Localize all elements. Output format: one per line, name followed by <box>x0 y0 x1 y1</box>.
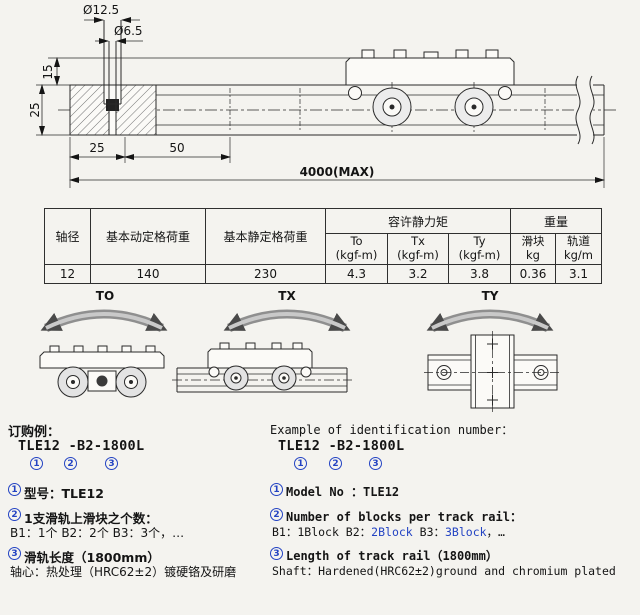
circled-3-icon: 3 <box>8 547 21 560</box>
bolt-icon <box>361 49 375 59</box>
detail-segment: B1：1Block B2： <box>272 525 372 539</box>
bolt-icon <box>485 49 499 59</box>
order-item3-cn: 3 滑轨长度（1800mm） <box>8 547 160 566</box>
circled-1-icon: 1 <box>30 457 43 470</box>
cell-shaft-dia: 12 <box>44 264 91 284</box>
dim-15-label: 15 <box>41 64 55 79</box>
moment-tx-label: TX <box>278 289 296 303</box>
circled-3-icon: 3 <box>105 457 118 470</box>
circled-3-icon: 3 <box>270 547 283 560</box>
to-label: To <box>350 234 363 249</box>
fastener-section <box>106 99 119 111</box>
circled-1-icon: 1 <box>8 483 21 496</box>
order-item2-en: 2 Number of blocks per track rail： <box>270 508 522 525</box>
cell-rail-weight: 3.1 <box>555 264 602 284</box>
slide-block <box>345 49 515 132</box>
moment-ty-diagram: TY <box>424 289 561 412</box>
dim-25-side-label: 25 <box>28 102 42 117</box>
order-code-cn: TLE12 -B2-1800L <box>18 438 145 454</box>
model-no-label-cn: 型号：TLE12 <box>24 486 104 501</box>
col-shaft-dia: 轴径 <box>44 208 91 265</box>
cell-dynamic-load: 140 <box>90 264 206 284</box>
detail-segment: B3： <box>412 525 445 539</box>
shaft-note-cn: 轴心：热处理（HRC62±2）镀硬铬及研磨 <box>10 565 237 579</box>
rail-label: 轨道 <box>567 234 590 249</box>
rail-technical-drawing: Ø12.5 Ø6.5 15 25 25 <box>28 3 616 188</box>
circled-2-icon: 2 <box>270 508 283 521</box>
model-no-label-en: Model No ：TLE12 <box>286 485 400 499</box>
cell-block-weight: 0.36 <box>510 264 556 284</box>
moment-diagrams: TO TX <box>39 289 561 412</box>
dim-hole-label: Ø6.5 <box>114 24 143 38</box>
col-to: To(kgf-m) <box>325 233 388 265</box>
dim-25-end-label: 25 <box>89 141 104 155</box>
blocks-count-detail-en: B1：1Block B2：2Block B3：3Block，… <box>272 524 505 540</box>
bolt-icon <box>393 49 407 59</box>
cell-ty: 3.8 <box>448 264 511 284</box>
circled-2-icon: 2 <box>8 508 21 521</box>
ordering-info-en: Example of identification number： TLE12 … <box>270 419 636 615</box>
tx-unit: (kgf-m) <box>397 248 439 262</box>
detail-segment-blue: 3Block <box>445 525 487 539</box>
order-item1-en: 1 Model No ：TLE12 <box>270 483 399 500</box>
order-title-cn: 订购例： <box>8 425 61 440</box>
detail-segment: ，… <box>486 525 505 539</box>
cell-static-load: 230 <box>205 264 326 284</box>
circled-2-icon: 2 <box>64 457 77 470</box>
ordering-info-cn: 订购例： TLE12 -B2-1800L 1 2 3 1 型号：TLE12 2 … <box>8 419 266 615</box>
roller <box>372 82 412 132</box>
order-item1-cn: 1 型号：TLE12 <box>8 483 104 502</box>
ty-unit: (kgf-m) <box>458 248 501 262</box>
blocks-count-label-cn: 1支滑轨上滑块之个数： <box>24 511 158 526</box>
roller <box>454 82 494 132</box>
dim-length-label: 4000(MAX) <box>300 165 375 179</box>
rail-unit: kg/m <box>563 248 594 262</box>
rail-cross-section <box>69 20 157 136</box>
col-dynamic-load: 基本动定格荷重 <box>90 208 206 265</box>
moment-to-diagram: TO <box>39 289 168 398</box>
circled-3-icon: 3 <box>369 457 382 470</box>
break-symbol <box>575 75 595 145</box>
bolt-icon <box>455 49 469 59</box>
to-unit: (kgf-m) <box>335 248 378 262</box>
order-code-en: TLE12 -B2-1800L <box>278 438 405 454</box>
cell-tx: 3.2 <box>387 264 449 284</box>
col-ty: Ty(kgf-m) <box>448 233 511 265</box>
shaft-note-en: Shaft：Hardened(HRC62±2)ground and chromi… <box>272 564 616 578</box>
order-item3-en: 3 Length of track rail（1800mm） <box>270 547 498 564</box>
blocks-count-detail-cn: B1：1个 B2：2个 B3：3个，… <box>10 526 185 540</box>
moment-ty-label: TY <box>482 289 499 303</box>
circled-1-icon: 1 <box>270 483 283 496</box>
ty-label: Ty <box>473 234 486 249</box>
circled-1-icon: 1 <box>294 457 307 470</box>
rail-length-label-en: Length of track rail（1800mm） <box>286 549 498 563</box>
guide-wheel <box>498 86 512 100</box>
block-label: 滑块 <box>521 234 545 249</box>
detail-segment-blue: 2Block <box>371 525 413 539</box>
dim-50-pitch-label: 50 <box>169 141 184 155</box>
col-static-moment: 容许静力矩 <box>325 208 511 234</box>
blocks-count-label-en: Number of blocks per track rail： <box>286 510 522 524</box>
order-item2-cn: 2 1支滑轨上滑块之个数： <box>8 508 158 527</box>
spec-table: 轴径 基本动定格荷重 基本静定格荷重 容许静力矩 重量 To(kgf-m) Tx… <box>44 208 602 284</box>
dimensions: Ø12.5 Ø6.5 15 25 25 <box>28 3 605 188</box>
circled-2-icon: 2 <box>329 457 342 470</box>
table-row: 12 140 230 4.3 3.2 3.8 0.36 3.1 <box>44 264 602 284</box>
col-static-load: 基本静定格荷重 <box>205 208 326 265</box>
moment-to-label: TO <box>96 289 114 303</box>
moment-tx-diagram: TX <box>172 289 352 393</box>
tx-label: Tx <box>411 234 425 249</box>
col-weight: 重量 <box>510 208 602 234</box>
bolt-icon <box>423 51 439 59</box>
col-tx: Tx(kgf-m) <box>387 233 449 265</box>
cell-to: 4.3 <box>325 264 388 284</box>
order-title-en: Example of identification number： <box>270 423 514 437</box>
block-unit: kg <box>526 248 540 262</box>
rail-length-label-cn: 滑轨长度（1800mm） <box>24 550 160 565</box>
guide-wheel <box>348 86 362 100</box>
dim-bore-label: Ø12.5 <box>83 3 119 17</box>
